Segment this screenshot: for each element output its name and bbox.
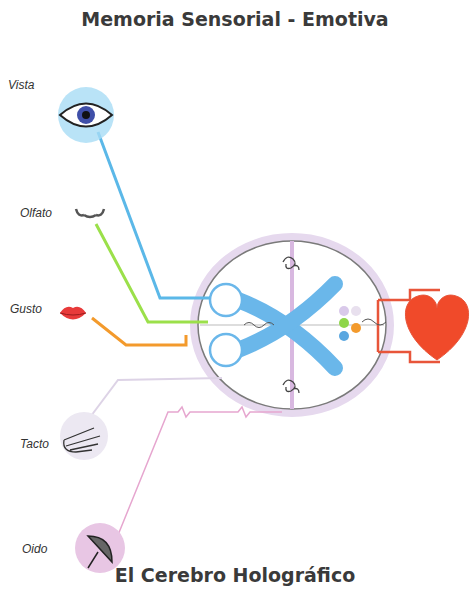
touch-wire xyxy=(88,378,222,420)
smell-wire xyxy=(96,224,208,322)
nose-icon xyxy=(76,209,104,217)
color-dot xyxy=(351,306,361,316)
vision-wire xyxy=(98,132,210,298)
eye-pupil xyxy=(82,111,90,119)
hearing-wire xyxy=(118,407,282,535)
sense-label: Gusto xyxy=(10,302,42,316)
color-dot xyxy=(339,318,349,328)
sense-label: Vista xyxy=(8,78,34,92)
eye-iris xyxy=(77,106,95,124)
crossing-band xyxy=(238,284,335,350)
eye-glow xyxy=(58,87,114,143)
hand-icon xyxy=(64,428,100,452)
eye-icon xyxy=(60,104,112,127)
brain-squiggle xyxy=(362,319,386,325)
ear-stand xyxy=(88,552,98,568)
color-dot xyxy=(339,306,349,316)
taste-wire xyxy=(92,318,186,345)
color-dot xyxy=(351,323,361,333)
sense-label: Oido xyxy=(22,542,47,556)
hand-glow xyxy=(60,412,108,460)
lips-line xyxy=(60,313,86,315)
brain-glow xyxy=(194,237,390,413)
optic-bulb xyxy=(210,334,242,366)
ear-icon xyxy=(88,536,112,562)
optic-bulb xyxy=(210,284,242,316)
heart xyxy=(405,295,468,360)
diagram-caption: El Cerebro Holográfico xyxy=(0,564,470,586)
brain-outline xyxy=(198,241,386,409)
brain-figure xyxy=(283,380,299,393)
diagram-title: Memoria Sensorial - Emotiva xyxy=(0,8,470,30)
color-dot xyxy=(339,331,349,341)
sense-label: Tacto xyxy=(20,437,49,451)
sense-label: Olfato xyxy=(20,206,52,220)
lips-icon xyxy=(60,307,86,320)
brain-figure xyxy=(283,257,299,270)
brain-squiggle xyxy=(244,323,274,328)
